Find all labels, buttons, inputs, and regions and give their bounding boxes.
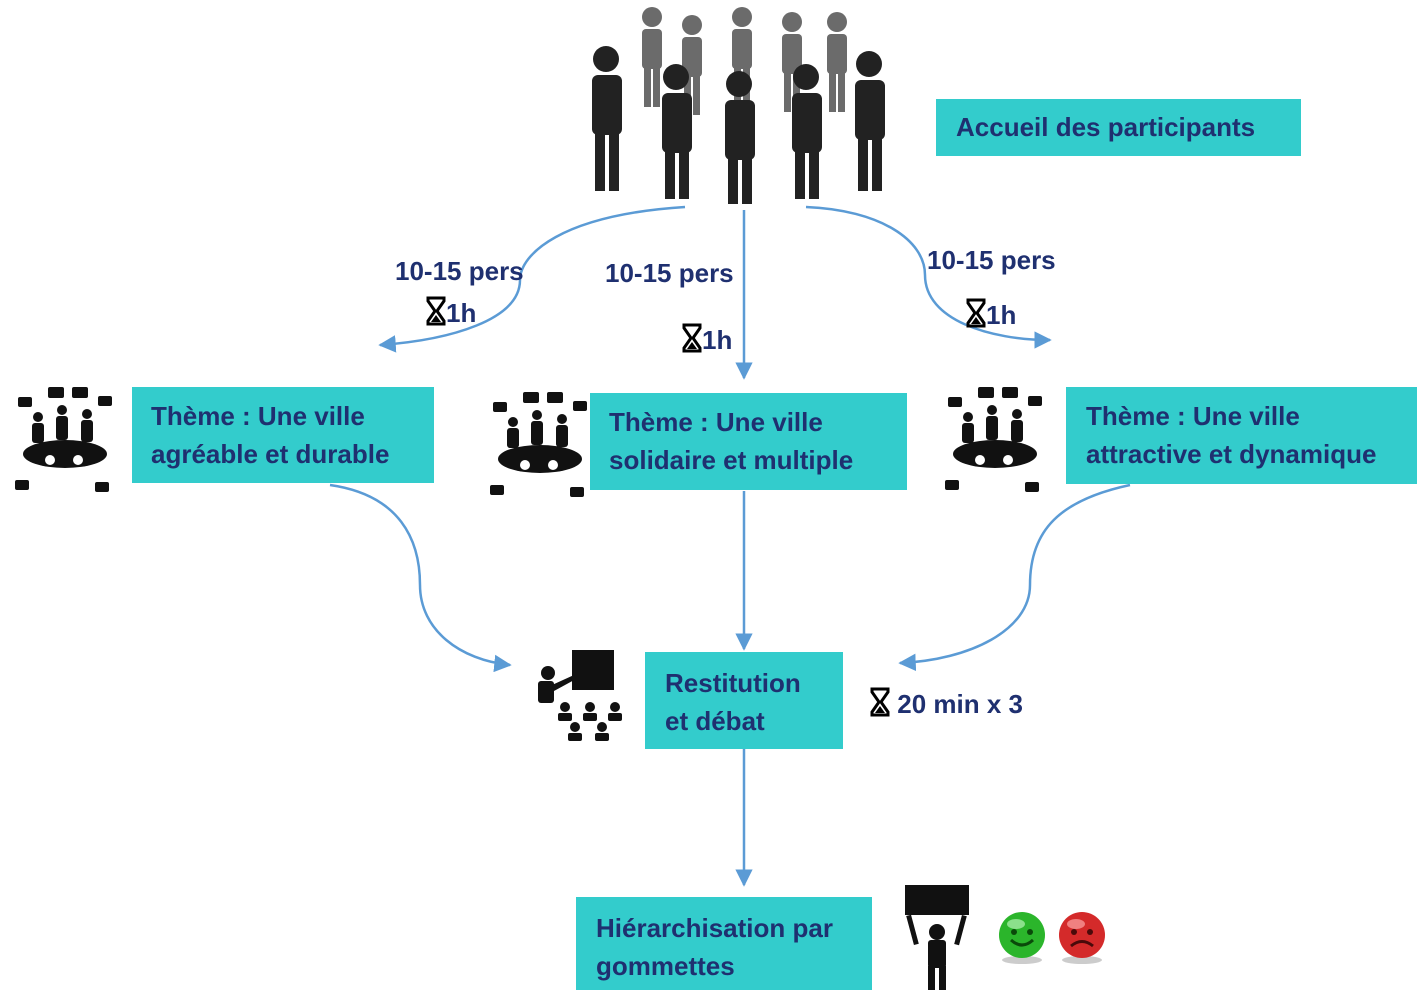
right-time: 1h <box>966 298 1016 331</box>
theme1-node: Thème : Une ville agréable et durable <box>132 387 434 483</box>
hierarchisation-line2: gommettes <box>596 951 735 981</box>
arrow-crowd-to-theme3 <box>805 205 1052 349</box>
hierarchisation-line1: Hiérarchisation par <box>596 913 833 943</box>
right-time-label: 1h <box>986 300 1017 330</box>
discussion-group-icon <box>15 387 112 492</box>
arrow-theme1-to-restitution <box>329 483 512 673</box>
center-time: 1h <box>682 323 732 356</box>
protest-sign-icon <box>905 885 969 990</box>
left-group-label: 10-15 pers <box>395 256 524 286</box>
left-time-label: 1h <box>446 298 477 328</box>
restitution-line2: et débat <box>665 706 765 736</box>
hourglass-icon <box>682 323 702 353</box>
left-time: 1h <box>426 296 476 329</box>
accueil-node: Accueil des participants <box>936 99 1301 156</box>
discussion-group-icon <box>945 387 1042 492</box>
theme3-line2: attractive et dynamique <box>1086 439 1377 469</box>
theme3-line1: Thème : Une ville <box>1086 401 1300 431</box>
center-time-label: 1h <box>702 325 733 355</box>
right-group-label: 10-15 pers <box>927 245 1056 275</box>
theme1-line2: agréable et durable <box>151 439 390 469</box>
presentation-icon <box>538 650 622 741</box>
theme2-line1: Thème : Une ville <box>609 407 823 437</box>
arrow-crowd-to-theme1 <box>378 205 686 353</box>
sad-smiley-icon <box>1059 912 1105 964</box>
theme2-line2: solidaire et multiple <box>609 445 854 475</box>
hierarchisation-node: Hiérarchisation par gommettes <box>576 897 872 990</box>
theme1-line1: Thème : Une ville <box>151 401 365 431</box>
hourglass-icon <box>966 298 986 328</box>
discussion-group-icon <box>490 392 587 497</box>
happy-smiley-icon <box>999 912 1045 964</box>
accueil-label: Accueil des participants <box>956 112 1256 142</box>
hourglass-icon <box>870 687 890 717</box>
crowd-icon <box>592 7 885 204</box>
center-group-label: 10-15 pers <box>605 258 734 288</box>
restitution-time-label: 20 min x 3 <box>897 689 1023 719</box>
restitution-line1: Restitution <box>665 668 801 698</box>
theme2-node: Thème : Une ville solidaire et multiple <box>590 393 907 490</box>
restitution-time: 20 min x 3 <box>870 687 1023 720</box>
theme3-node: Thème : Une ville attractive et dynamiqu… <box>1066 387 1417 484</box>
arrow-theme3-to-restitution <box>898 483 1131 672</box>
hourglass-icon <box>426 296 446 326</box>
restitution-node: Restitution et débat <box>645 652 843 749</box>
